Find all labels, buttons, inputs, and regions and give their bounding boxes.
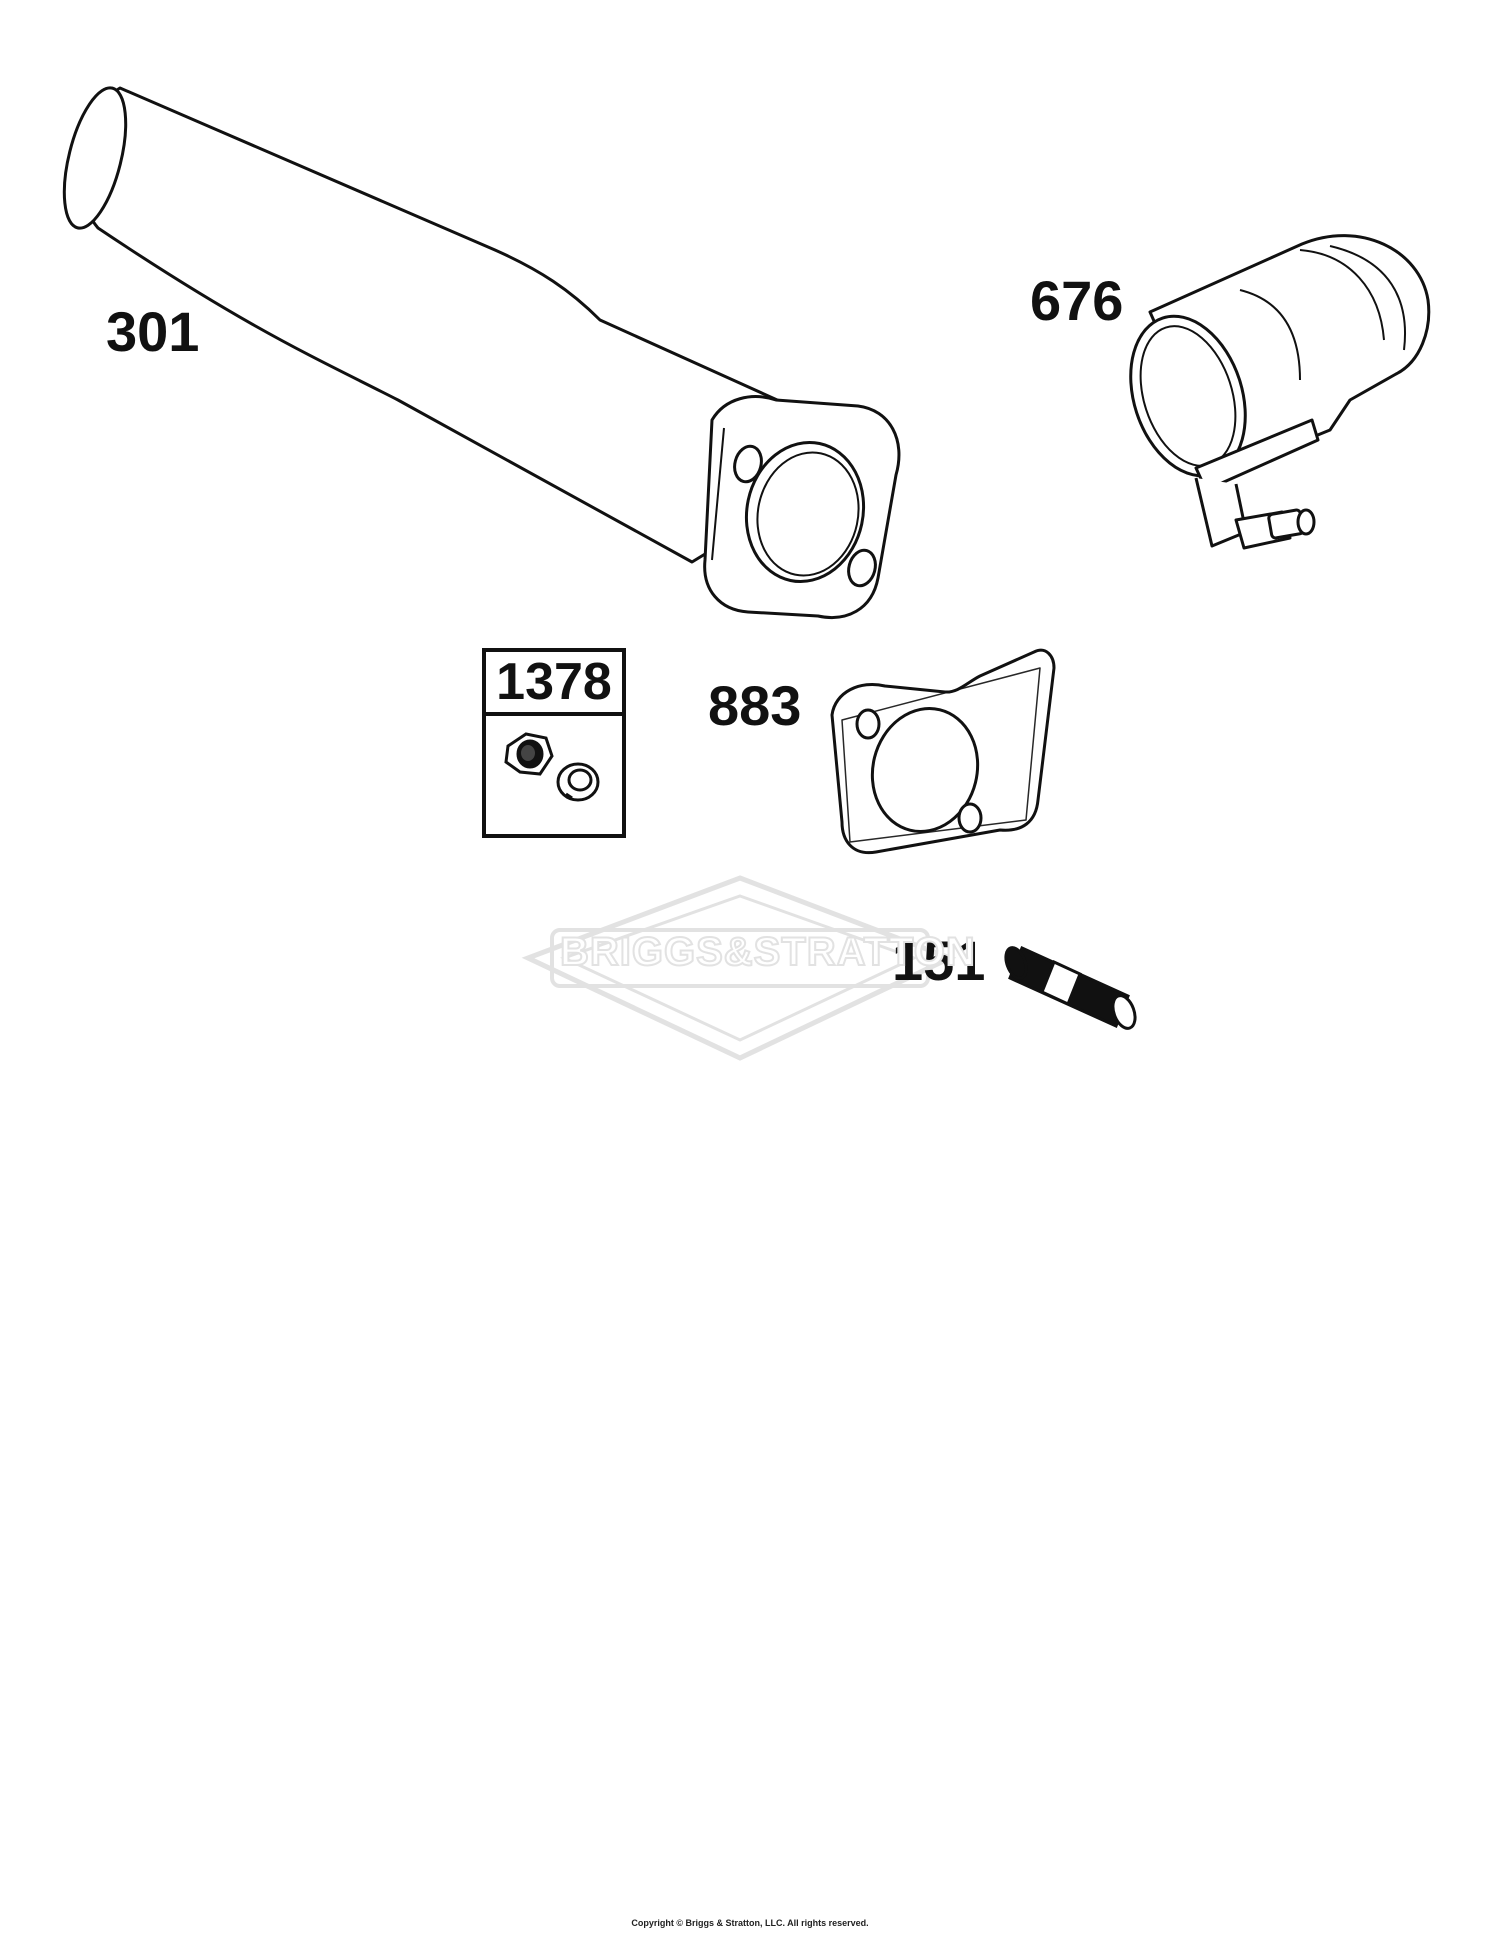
part-label-301: 301 [106,300,200,363]
part-label-676: 676 [1030,269,1124,332]
part-label-883: 883 [708,674,802,737]
kit-1378-contents [486,716,622,834]
lock-washer-icon [556,762,600,802]
part-883-gasket [830,648,1056,855]
kit-1378-box: 1378 [482,648,626,838]
kit-label-1378: 1378 [486,652,622,716]
part-301-exhaust-pipe [62,86,901,619]
part-label-151: 151 [892,929,986,992]
part-676-muffler-with-clamp [1129,234,1431,550]
hex-nut-and-lock-washer-illustration [504,732,600,802]
watermark-brand-text: BRIGGS&STRATTON [559,929,976,975]
part-151-stud [1004,945,1137,1030]
hex-nut-icon [504,732,554,776]
copyright-footer: Copyright © Briggs & Stratton, LLC. All … [631,1918,869,1928]
briggs-stratton-watermark-logo [521,875,957,1061]
